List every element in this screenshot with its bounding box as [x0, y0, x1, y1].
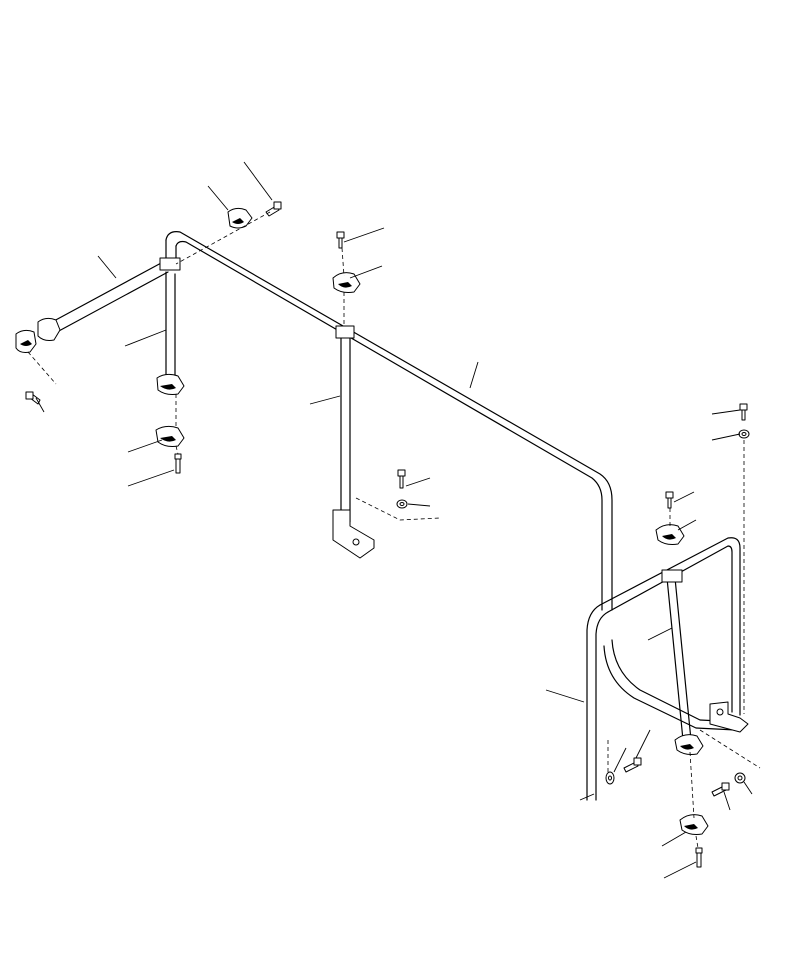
bolt-right-top [665, 491, 674, 509]
center-mounting-bracket [332, 509, 375, 559]
bolt-center-bracket [397, 469, 406, 489]
assembly-lines [27, 211, 761, 849]
right-diagonal-leg [666, 577, 692, 741]
clamp-right-top [655, 524, 685, 545]
bolt-left-leg [174, 453, 182, 474]
bolt-top-left [265, 201, 282, 217]
clamp-top-left [227, 207, 253, 229]
washer-right-far [738, 429, 750, 439]
clamp-left-arm [15, 317, 61, 353]
washer-right-lower [734, 772, 746, 784]
bolt-right-mid [623, 757, 642, 773]
bolt-right-lower [711, 782, 730, 797]
clamp-left-leg-upper [156, 373, 185, 395]
clamp-left-leg-lower [155, 425, 185, 447]
washer-center [396, 499, 408, 509]
right-mounting-bracket [709, 701, 749, 733]
washer-right-mid [605, 771, 615, 785]
center-support-leg [340, 334, 351, 523]
tube-collars [159, 257, 683, 583]
leader-lines [35, 161, 753, 879]
right-loop-frame [586, 537, 741, 801]
bolt-right-far [739, 403, 748, 421]
clamp-right-leg [674, 734, 704, 755]
main-frame-tube [51, 231, 613, 611]
bolt-center-top [336, 231, 345, 249]
bolt-right-bottom [695, 847, 703, 868]
clamp-center-top [332, 272, 361, 293]
left-support-leg [165, 271, 176, 381]
